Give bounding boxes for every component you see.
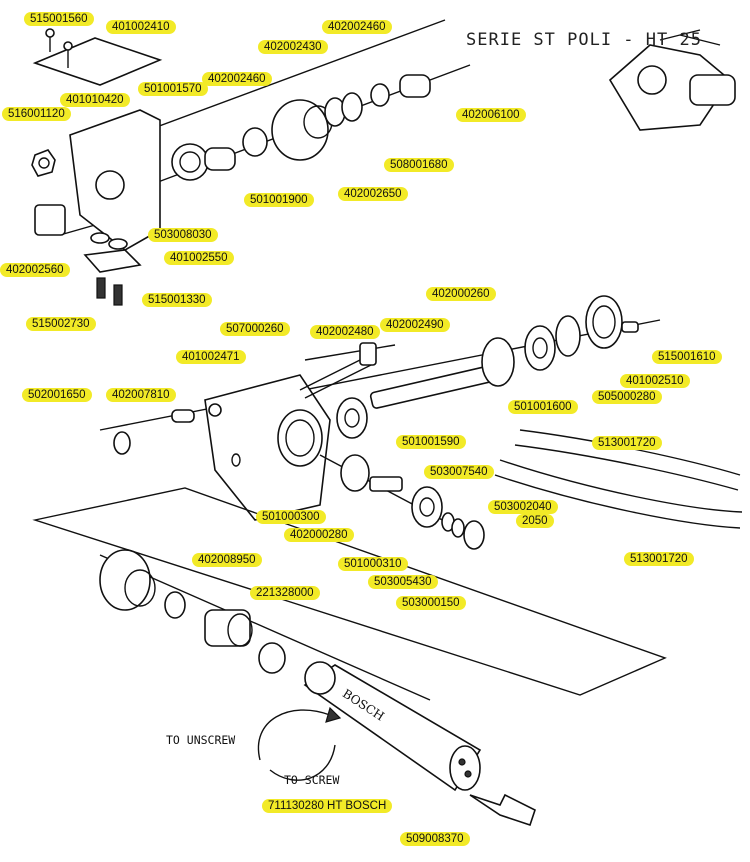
part-label: 501001900: [244, 193, 314, 207]
part-label: 509008370: [400, 832, 470, 846]
part-label: 402002460: [322, 20, 392, 34]
part-label: 501000310: [338, 557, 408, 571]
part-label: 402002460: [202, 72, 272, 86]
part-label: 501001590: [396, 435, 466, 449]
part-label: 402006100: [456, 108, 526, 122]
part-label: 503005430: [368, 575, 438, 589]
part-label: 711130280 HT BOSCH: [262, 799, 393, 813]
part-label: 515002730: [26, 317, 96, 331]
part-label: 401002510: [620, 374, 690, 388]
part-label: 402002650: [338, 187, 408, 201]
part-label: 503000150: [396, 596, 466, 610]
part-label: 401002410: [106, 20, 176, 34]
part-label: 501000300: [256, 510, 326, 524]
part-label: 401002550: [164, 251, 234, 265]
part-label: 402002430: [258, 40, 328, 54]
part-label: 401010420: [60, 93, 130, 107]
machine-thumbnail: [608, 29, 736, 131]
part-label: 508001680: [384, 158, 454, 172]
part-label: 501001600: [508, 400, 578, 414]
part-label: 2050: [516, 514, 554, 528]
part-label: 505000280: [592, 390, 662, 404]
part-label: 402007810: [106, 388, 176, 402]
screw-note: TO SCREW: [284, 773, 340, 787]
part-label: 515001560: [24, 12, 94, 26]
part-label: 515001330: [142, 293, 212, 307]
part-label: 507000260: [220, 322, 290, 336]
part-label: 402000280: [284, 528, 354, 542]
part-label: 503008030: [148, 228, 218, 242]
part-label: 513001720: [592, 436, 662, 450]
part-label: 221328000: [250, 586, 320, 600]
part-label: 402002490: [380, 318, 450, 332]
part-label: 503007540: [424, 465, 494, 479]
part-label: 501001570: [138, 82, 208, 96]
unscrew-note: TO UNSCREW: [166, 733, 236, 747]
diagram-title: SERIE ST POLI - HT 25: [466, 30, 702, 50]
part-label: 402002480: [310, 325, 380, 339]
part-label: 402000260: [426, 287, 496, 301]
part-label: 503002040: [488, 500, 558, 514]
part-label: 401002471: [176, 350, 246, 364]
part-label: 516001120: [2, 107, 71, 121]
part-label: 513001720: [624, 552, 694, 566]
part-label: 402008950: [192, 553, 262, 567]
part-label: 515001610: [652, 350, 722, 364]
part-label: 502001650: [22, 388, 92, 402]
part-label: 402002560: [0, 263, 70, 277]
